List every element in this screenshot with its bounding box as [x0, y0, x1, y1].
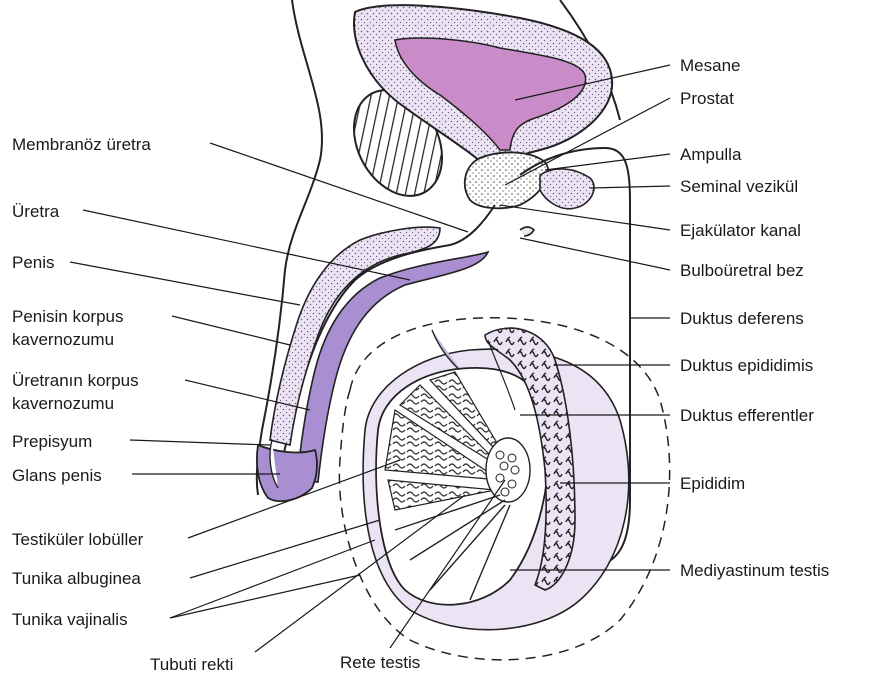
bottom-labels: Tubuti rekti Rete testis: [150, 653, 420, 674]
label-tunica-vaginalis: Tunika vajinalis: [12, 610, 128, 629]
label-seminal-vesicle: Seminal vezikül: [680, 177, 798, 196]
label-corpus-cavernosum-line2: kavernozumu: [12, 330, 114, 349]
label-urethra: Üretra: [12, 202, 60, 221]
label-tunica-albuginea: Tunika albuginea: [12, 569, 141, 588]
glans-penis: [257, 445, 317, 501]
seminal-vesicle: [540, 169, 594, 209]
label-bladder: Mesane: [680, 56, 740, 75]
label-penis: Penis: [12, 253, 55, 272]
label-ductus-epididymis: Duktus epididimis: [680, 356, 813, 375]
label-corpus-cavernosum-line1: Penisin korpus: [12, 307, 124, 326]
label-efferent-ducts: Duktus efferentler: [680, 406, 814, 425]
label-ductus-deferens: Duktus deferens: [680, 309, 804, 328]
label-prostate: Prostat: [680, 89, 734, 108]
label-epididymis: Epididim: [680, 474, 745, 493]
right-labels: Mesane Prostat Ampulla Seminal vezikül E…: [680, 56, 829, 580]
label-bulbourethral-gland: Bulboüretral bez: [680, 261, 804, 280]
rete-testis: [486, 438, 530, 502]
label-corpus-spongiosum-line1: Üretranın korpus: [12, 371, 139, 390]
label-ejaculatory-duct: Ejakülator kanal: [680, 221, 801, 240]
label-corpus-spongiosum-line2: kavernozumu: [12, 394, 114, 413]
left-labels: Membranöz üretra Üretra Penis Penisin ko…: [12, 135, 151, 629]
label-testicular-lobules: Testiküler lobüller: [12, 530, 144, 549]
label-glans-penis: Glans penis: [12, 466, 102, 485]
label-ampulla: Ampulla: [680, 145, 742, 164]
label-rete-testis: Rete testis: [340, 653, 420, 672]
label-mediastinum-testis: Mediyastinum testis: [680, 561, 829, 580]
label-prepuce: Prepisyum: [12, 432, 92, 451]
label-membranous-urethra: Membranöz üretra: [12, 135, 151, 154]
prostate: [465, 152, 548, 208]
label-tubuli-recti: Tubuti rekti: [150, 655, 233, 674]
